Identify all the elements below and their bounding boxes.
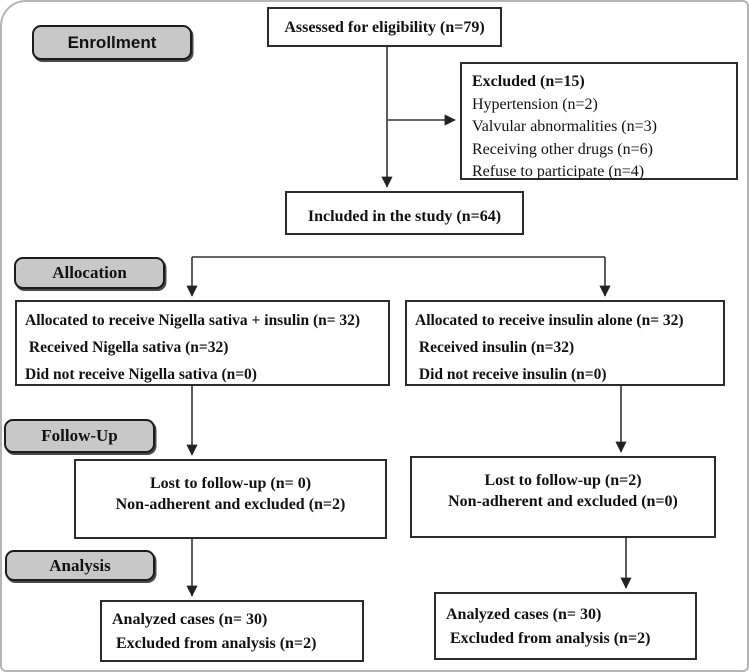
box-line: Received insulin (n=32) xyxy=(415,339,575,356)
box-line: Received Nigella sativa (n=32) xyxy=(25,339,229,356)
box-line: Excluded (n=15) xyxy=(472,73,585,90)
box-line: Receiving other drugs (n=6) xyxy=(472,140,653,158)
box-line: Refuse to participate (n=4) xyxy=(472,163,645,180)
follow-up-right-box: Lost to follow-up (n=2) Non-adherent and… xyxy=(410,456,716,538)
excluded-box: Excluded (n=15) Hypertension (n=2) Valvu… xyxy=(460,62,738,180)
stage-label-enrollment: Enrollment xyxy=(32,25,192,60)
box-line: Excluded from analysis (n=2) xyxy=(446,630,651,647)
box-line: Did not receive insulin (n=0) xyxy=(415,366,607,383)
box-line: Allocated to receive Nigella sativa + in… xyxy=(25,312,361,329)
allocation-insulin-alone-box: Allocated to receive insulin alone (n= 3… xyxy=(405,300,725,386)
box-line: Analyzed cases (n= 30) xyxy=(446,606,602,623)
box-line: Allocated to receive insulin alone (n= 3… xyxy=(415,312,684,329)
box-line: Non-adherent and excluded (n=2) xyxy=(115,496,346,513)
box-line: Hypertension (n=2) xyxy=(472,95,598,113)
box-line: Lost to follow-up (n=2) xyxy=(484,472,642,489)
box-line: Analyzed cases (n= 30) xyxy=(112,611,268,628)
assessed-for-eligibility-box: Assessed for eligibility (n=79) xyxy=(267,7,502,47)
included-in-study-box: Included in the study (n=64) xyxy=(285,191,524,235)
box-line: Lost to follow-up (n= 0) xyxy=(149,475,312,492)
stage-label-analysis: Analysis xyxy=(5,550,155,581)
analysis-left-box: Analyzed cases (n= 30) Excluded from ana… xyxy=(100,600,364,662)
stage-label-allocation: Allocation xyxy=(14,257,165,289)
box-line: Assessed for eligibility (n=79) xyxy=(284,18,485,36)
box-line: Excluded from analysis (n=2) xyxy=(112,635,317,652)
box-line: Did not receive Nigella sativa (n=0) xyxy=(25,366,257,383)
box-line: Non-adherent and excluded (n=0) xyxy=(448,493,678,510)
box-line: Valvular abnormalities (n=3) xyxy=(472,118,657,135)
allocation-nigella-insulin-box: Allocated to receive Nigella sativa + in… xyxy=(15,300,390,386)
stage-label-follow-up: Follow-Up xyxy=(4,419,155,453)
follow-up-left-box: Lost to follow-up (n= 0) Non-adherent an… xyxy=(74,459,387,539)
box-line: Included in the study (n=64) xyxy=(307,207,502,225)
analysis-right-box: Analyzed cases (n= 30) Excluded from ana… xyxy=(434,592,697,660)
